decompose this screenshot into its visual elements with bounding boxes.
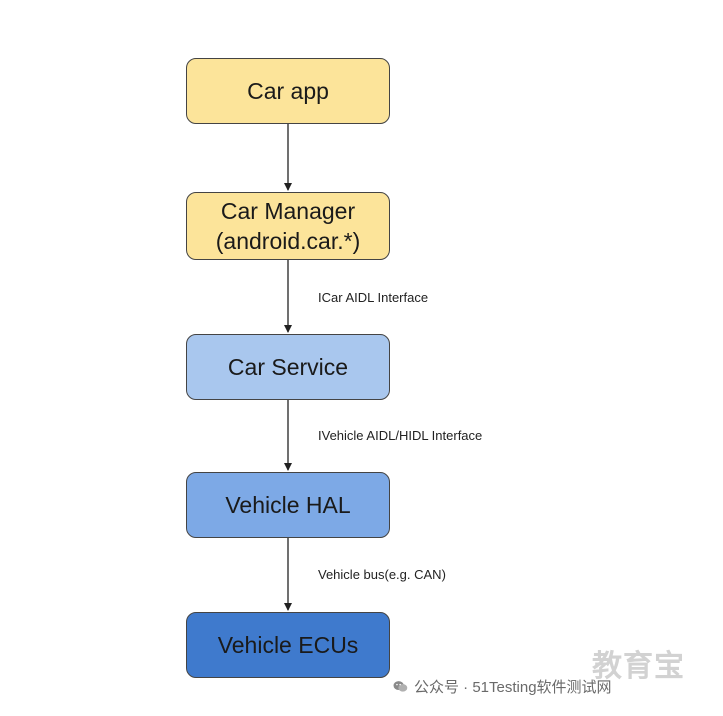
- vehicle-hal-label: Vehicle HAL: [225, 492, 351, 518]
- edge-label-icar-aidl: ICar AIDL Interface: [318, 290, 429, 305]
- edge-label-ivehicle-aidl-hidl: IVehicle AIDL/HIDL Interface: [318, 428, 483, 443]
- vehicle-ecus-node: Vehicle ECUs: [186, 612, 390, 678]
- watermark-text: 公众号 · 51Testing软件测试网: [414, 679, 612, 696]
- car-app-label: Car app: [247, 78, 329, 104]
- edge-label-vehicle-bus: Vehicle bus(e.g. CAN): [318, 567, 446, 582]
- site-logo: 教育宝: [592, 649, 685, 684]
- vehicle-ecus-label: Vehicle ECUs: [217, 632, 359, 658]
- car-service-label: Car Service: [227, 354, 349, 380]
- vehicle-hal-node: Vehicle HAL: [186, 472, 390, 538]
- car-manager-label: Car Manager (android.car.*): [215, 198, 361, 254]
- wechat-icon: [393, 681, 408, 692]
- watermark: 公众号 · 51Testing软件测试网: [393, 676, 612, 697]
- car-manager-node: Car Manager (android.car.*): [186, 192, 390, 260]
- car-service-node: Car Service: [186, 334, 390, 400]
- car-app-node: Car app: [186, 58, 390, 124]
